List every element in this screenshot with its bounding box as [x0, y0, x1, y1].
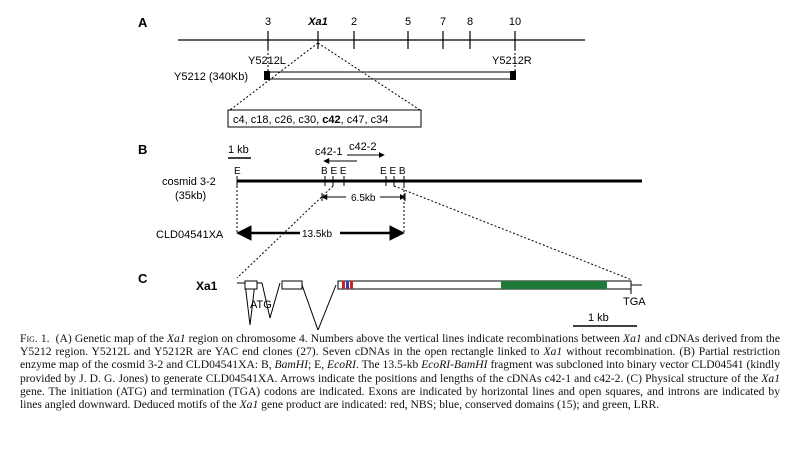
yac-right-end	[510, 71, 516, 80]
zoom-line-right	[317, 42, 421, 111]
y5212r-label: Y5212R	[492, 55, 532, 67]
yac-left-end	[264, 71, 270, 80]
scale-bar-c-label: 1 kb	[588, 312, 609, 324]
zoom-line-left	[229, 42, 319, 111]
figure-caption: Fig. 1. (A) Genetic map of the Xa1 regio…	[20, 332, 780, 411]
caption-gene: Xa1	[543, 345, 563, 359]
panel-c: C Xa1 ATG TGA 1 kb	[138, 271, 646, 330]
marker-label-xa1: Xa1	[307, 16, 328, 28]
caption-gene: Xa1	[623, 332, 642, 345]
arrow-c42-2-label: c42-2	[349, 141, 377, 153]
caption-enzyme: EcoRI	[327, 358, 356, 372]
site-group-eeb: E E B	[380, 166, 406, 177]
vector-label: CLD04541XA	[156, 229, 224, 241]
scale-bar-b-label: 1 kb	[228, 144, 249, 156]
restriction-ticks	[236, 176, 405, 186]
marker-label-3: 3	[265, 16, 271, 28]
caption-text: gene. The initiation (ATG) and terminati…	[20, 384, 780, 412]
intron-3	[301, 284, 337, 330]
site-e-left: E	[234, 166, 241, 177]
fragment-6-5kb-label: 6.5kb	[351, 193, 376, 204]
caption-gene: Xa1	[761, 371, 780, 385]
caption-text: and cDNAs derived from the Y5212 region.…	[20, 332, 780, 359]
zoom-c-right	[393, 185, 633, 281]
marker-label-2: 2	[351, 16, 357, 28]
caption-gene: Xa1	[166, 332, 186, 345]
caption-gene: Xa1	[239, 398, 259, 412]
motif-nbs-1	[342, 281, 345, 289]
arrow-c42-1-label: c42-1	[315, 146, 343, 158]
motif-lrr	[501, 281, 607, 289]
fragment-13-5kb-label: 13.5kb	[302, 229, 332, 240]
cosmid-label: cosmid 3-2	[162, 176, 216, 188]
marker-label-5: 5	[405, 16, 411, 28]
intron-2	[257, 282, 281, 319]
atg-label: ATG	[250, 299, 272, 311]
caption-text: without recombination.	[562, 345, 676, 359]
panel-b: B 1 kb c42-1 c42-2 E B E E E E B cosmid …	[138, 141, 642, 281]
caption-text: (A) Genetic map of the	[55, 332, 167, 345]
caption-text: ; E,	[308, 358, 328, 372]
marker-label-7: 7	[440, 16, 446, 28]
site-group-bee: B E E	[321, 166, 347, 177]
motif-nbs-2	[350, 281, 353, 289]
caption-fig-label: Fig. 1.	[20, 332, 50, 345]
panel-c-label: C	[138, 271, 148, 286]
yac-label: Y5212 (340Kb)	[174, 71, 248, 83]
caption-text: (B) Partial restriction enzyme map of th…	[20, 345, 781, 372]
panel-a-label: A	[138, 15, 148, 30]
gene-label-xa1: Xa1	[196, 279, 218, 293]
caption-text: region on chromosome 4. Numbers above th…	[185, 332, 624, 345]
exon-1	[244, 280, 258, 290]
panel-a: A 3 Xa1 2 5 7 8 10 Y5212L Y5212R Y5212 (…	[138, 15, 585, 128]
caption-enzyme: BamHI	[274, 358, 309, 372]
y5212l-label: Y5212L	[248, 55, 286, 67]
exon-2	[281, 280, 303, 290]
motif-conserved	[346, 281, 349, 289]
intron-1	[237, 282, 256, 326]
cdna-box	[227, 109, 422, 128]
tga-label: TGA	[623, 296, 646, 308]
caption-text: gene product are indicated: red, NBS; bl…	[258, 398, 660, 412]
marker-label-10: 10	[509, 16, 521, 28]
cosmid-size: (35kb)	[175, 190, 206, 202]
caption-text: fragment was subcloned into binary vecto…	[20, 358, 781, 385]
panel-b-label: B	[138, 142, 147, 157]
caption-text: (C) Physical structure of the	[623, 371, 762, 385]
figure-1: A 3 Xa1 2 5 7 8 10 Y5212L Y5212R Y5212 (…	[138, 15, 646, 330]
cdna-list: c4, c18, c26, c30, c42, c47, c34	[233, 114, 388, 126]
marker-label-8: 8	[467, 16, 473, 28]
marker-ticks	[267, 31, 516, 49]
caption-enzyme: EcoRI-BamHI	[421, 358, 488, 372]
yac-rectangle	[267, 71, 516, 80]
caption-text: . The 13.5-kb	[356, 358, 422, 372]
